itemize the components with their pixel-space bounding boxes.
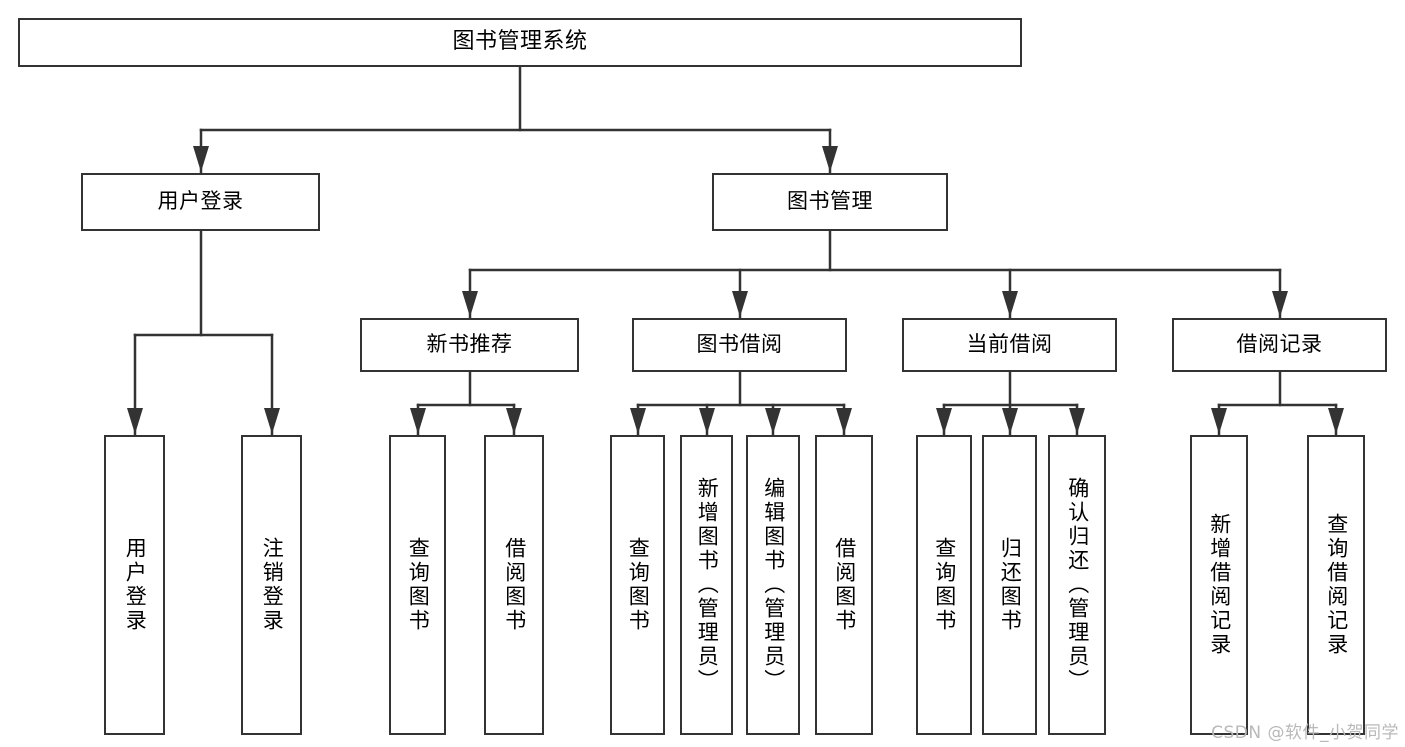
arrow-head-icon — [1211, 408, 1227, 434]
node-l_b_book_2[interactable]: 借阅图书 — [815, 435, 873, 735]
node-label: 新书推荐 — [426, 332, 513, 357]
arrow-head-icon — [1272, 291, 1288, 317]
node-cur_borrow[interactable]: 当前借阅 — [902, 318, 1117, 372]
node-label: 查询图书 — [406, 537, 431, 633]
node-l_logout[interactable]: 注销登录 — [241, 435, 302, 735]
node-l_q_book_2[interactable]: 查询图书 — [610, 435, 665, 735]
node-user_login[interactable]: 用户登录 — [81, 173, 320, 231]
arrow-head-icon — [410, 408, 426, 434]
node-label: 注销登录 — [260, 537, 285, 633]
arrow-head-icon — [264, 408, 280, 434]
arrow-head-icon — [1002, 408, 1018, 434]
arrow-head-icon — [630, 408, 646, 434]
node-label: 借阅记录 — [1236, 332, 1323, 357]
node-l_edit_book[interactable]: 编辑图书（管理员） — [746, 435, 800, 735]
node-label: 图书管理 — [787, 189, 873, 214]
node-new_book_rec[interactable]: 新书推荐 — [360, 318, 579, 372]
node-label: 图书借阅 — [696, 332, 783, 357]
node-l_add_log[interactable]: 新增借阅记录 — [1190, 435, 1248, 735]
node-l_conf_ret[interactable]: 确认归还（管理员） — [1048, 435, 1106, 735]
arrow-head-icon — [699, 408, 715, 434]
node-l_add_book[interactable]: 新增图书（管理员） — [680, 435, 733, 735]
node-book_manage[interactable]: 图书管理 — [712, 173, 948, 231]
node-label: 借阅图书 — [502, 537, 527, 633]
arrow-head-icon — [127, 408, 143, 434]
arrow-head-icon — [193, 146, 209, 172]
arrow-head-icon — [462, 291, 478, 317]
node-label: 新增图书（管理员） — [695, 477, 720, 693]
node-label: 借阅图书 — [832, 537, 857, 633]
node-label: 查询图书 — [932, 537, 957, 633]
node-l_return[interactable]: 归还图书 — [982, 435, 1037, 735]
arrow-head-icon — [936, 408, 952, 434]
node-label: 当前借阅 — [966, 332, 1053, 357]
node-l_q_book_1[interactable]: 查询图书 — [389, 435, 446, 735]
arrow-head-icon — [506, 408, 522, 434]
arrow-head-icon — [1328, 408, 1344, 434]
node-label: 编辑图书（管理员） — [761, 477, 786, 693]
node-l_q_book_3[interactable]: 查询图书 — [916, 435, 972, 735]
node-l_user_login[interactable]: 用户登录 — [104, 435, 165, 735]
node-l_q_log[interactable]: 查询借阅记录 — [1307, 435, 1365, 735]
node-label: 用户登录 — [157, 189, 244, 214]
node-borrow_log[interactable]: 借阅记录 — [1172, 318, 1387, 372]
node-label: 新增借阅记录 — [1207, 513, 1232, 657]
arrow-head-icon — [836, 408, 852, 434]
node-l_b_book_1[interactable]: 借阅图书 — [484, 435, 544, 735]
arrow-head-icon — [765, 408, 781, 434]
watermark-label: CSDN @软件_小贺同学 — [1211, 723, 1399, 743]
node-book_borrow[interactable]: 图书借阅 — [632, 318, 847, 372]
node-label: 查询图书 — [626, 537, 651, 633]
arrow-head-icon — [1069, 408, 1085, 434]
node-label: 查询借阅记录 — [1324, 513, 1349, 657]
arrow-head-icon — [1002, 291, 1018, 317]
arrow-head-icon — [822, 146, 838, 172]
node-label: 图书管理系统 — [452, 29, 588, 55]
node-label: 确认归还（管理员） — [1065, 477, 1090, 693]
node-label: 归还图书 — [998, 537, 1023, 633]
node-label: 用户登录 — [123, 537, 148, 633]
arrow-head-icon — [732, 291, 748, 317]
node-root[interactable]: 图书管理系统 — [18, 18, 1022, 67]
